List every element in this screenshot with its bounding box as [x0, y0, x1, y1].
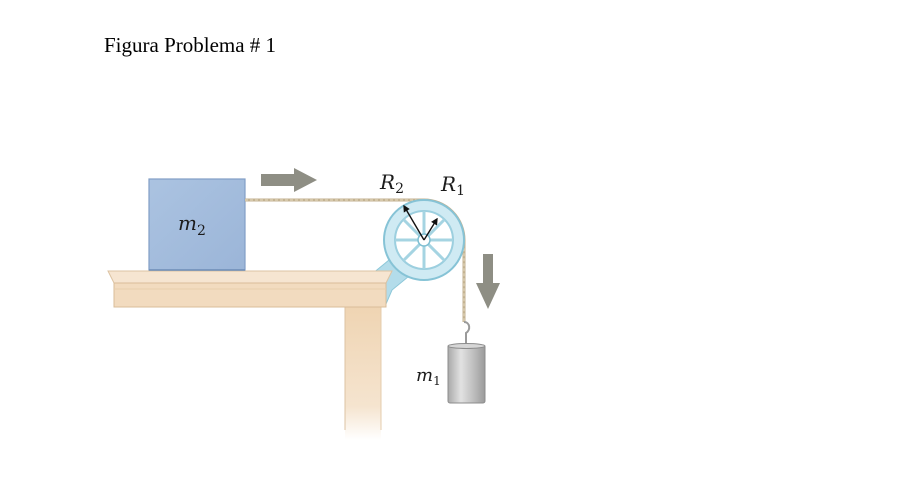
arrow-right-icon	[261, 168, 317, 192]
figure-caption: Figura Problema # 1	[104, 33, 277, 57]
arrow-down-icon	[476, 254, 500, 309]
radius-r2-arrow	[423, 217, 438, 241]
label-m2-base: m	[178, 211, 197, 235]
radius-r1-arrow	[403, 204, 425, 241]
table-leg	[344, 305, 382, 440]
label-m2-sub: 2	[197, 223, 206, 239]
label-r2-sub: 2	[395, 181, 404, 197]
weight-m1	[447, 343, 486, 404]
label-m2: m2	[178, 211, 206, 239]
label-r1-sub: 1	[456, 183, 465, 199]
table-top	[107, 270, 393, 308]
hook	[463, 321, 471, 345]
label-m1-sub: 1	[433, 374, 441, 388]
pulley	[383, 199, 465, 281]
label-m1: m1	[416, 365, 441, 388]
label-m1-base: m	[416, 365, 433, 386]
label-r2: R2	[379, 170, 404, 197]
block-m2	[148, 178, 246, 271]
label-r1-base: R	[440, 172, 456, 196]
label-r2-base: R	[379, 170, 395, 194]
label-r1: R1	[440, 172, 465, 199]
